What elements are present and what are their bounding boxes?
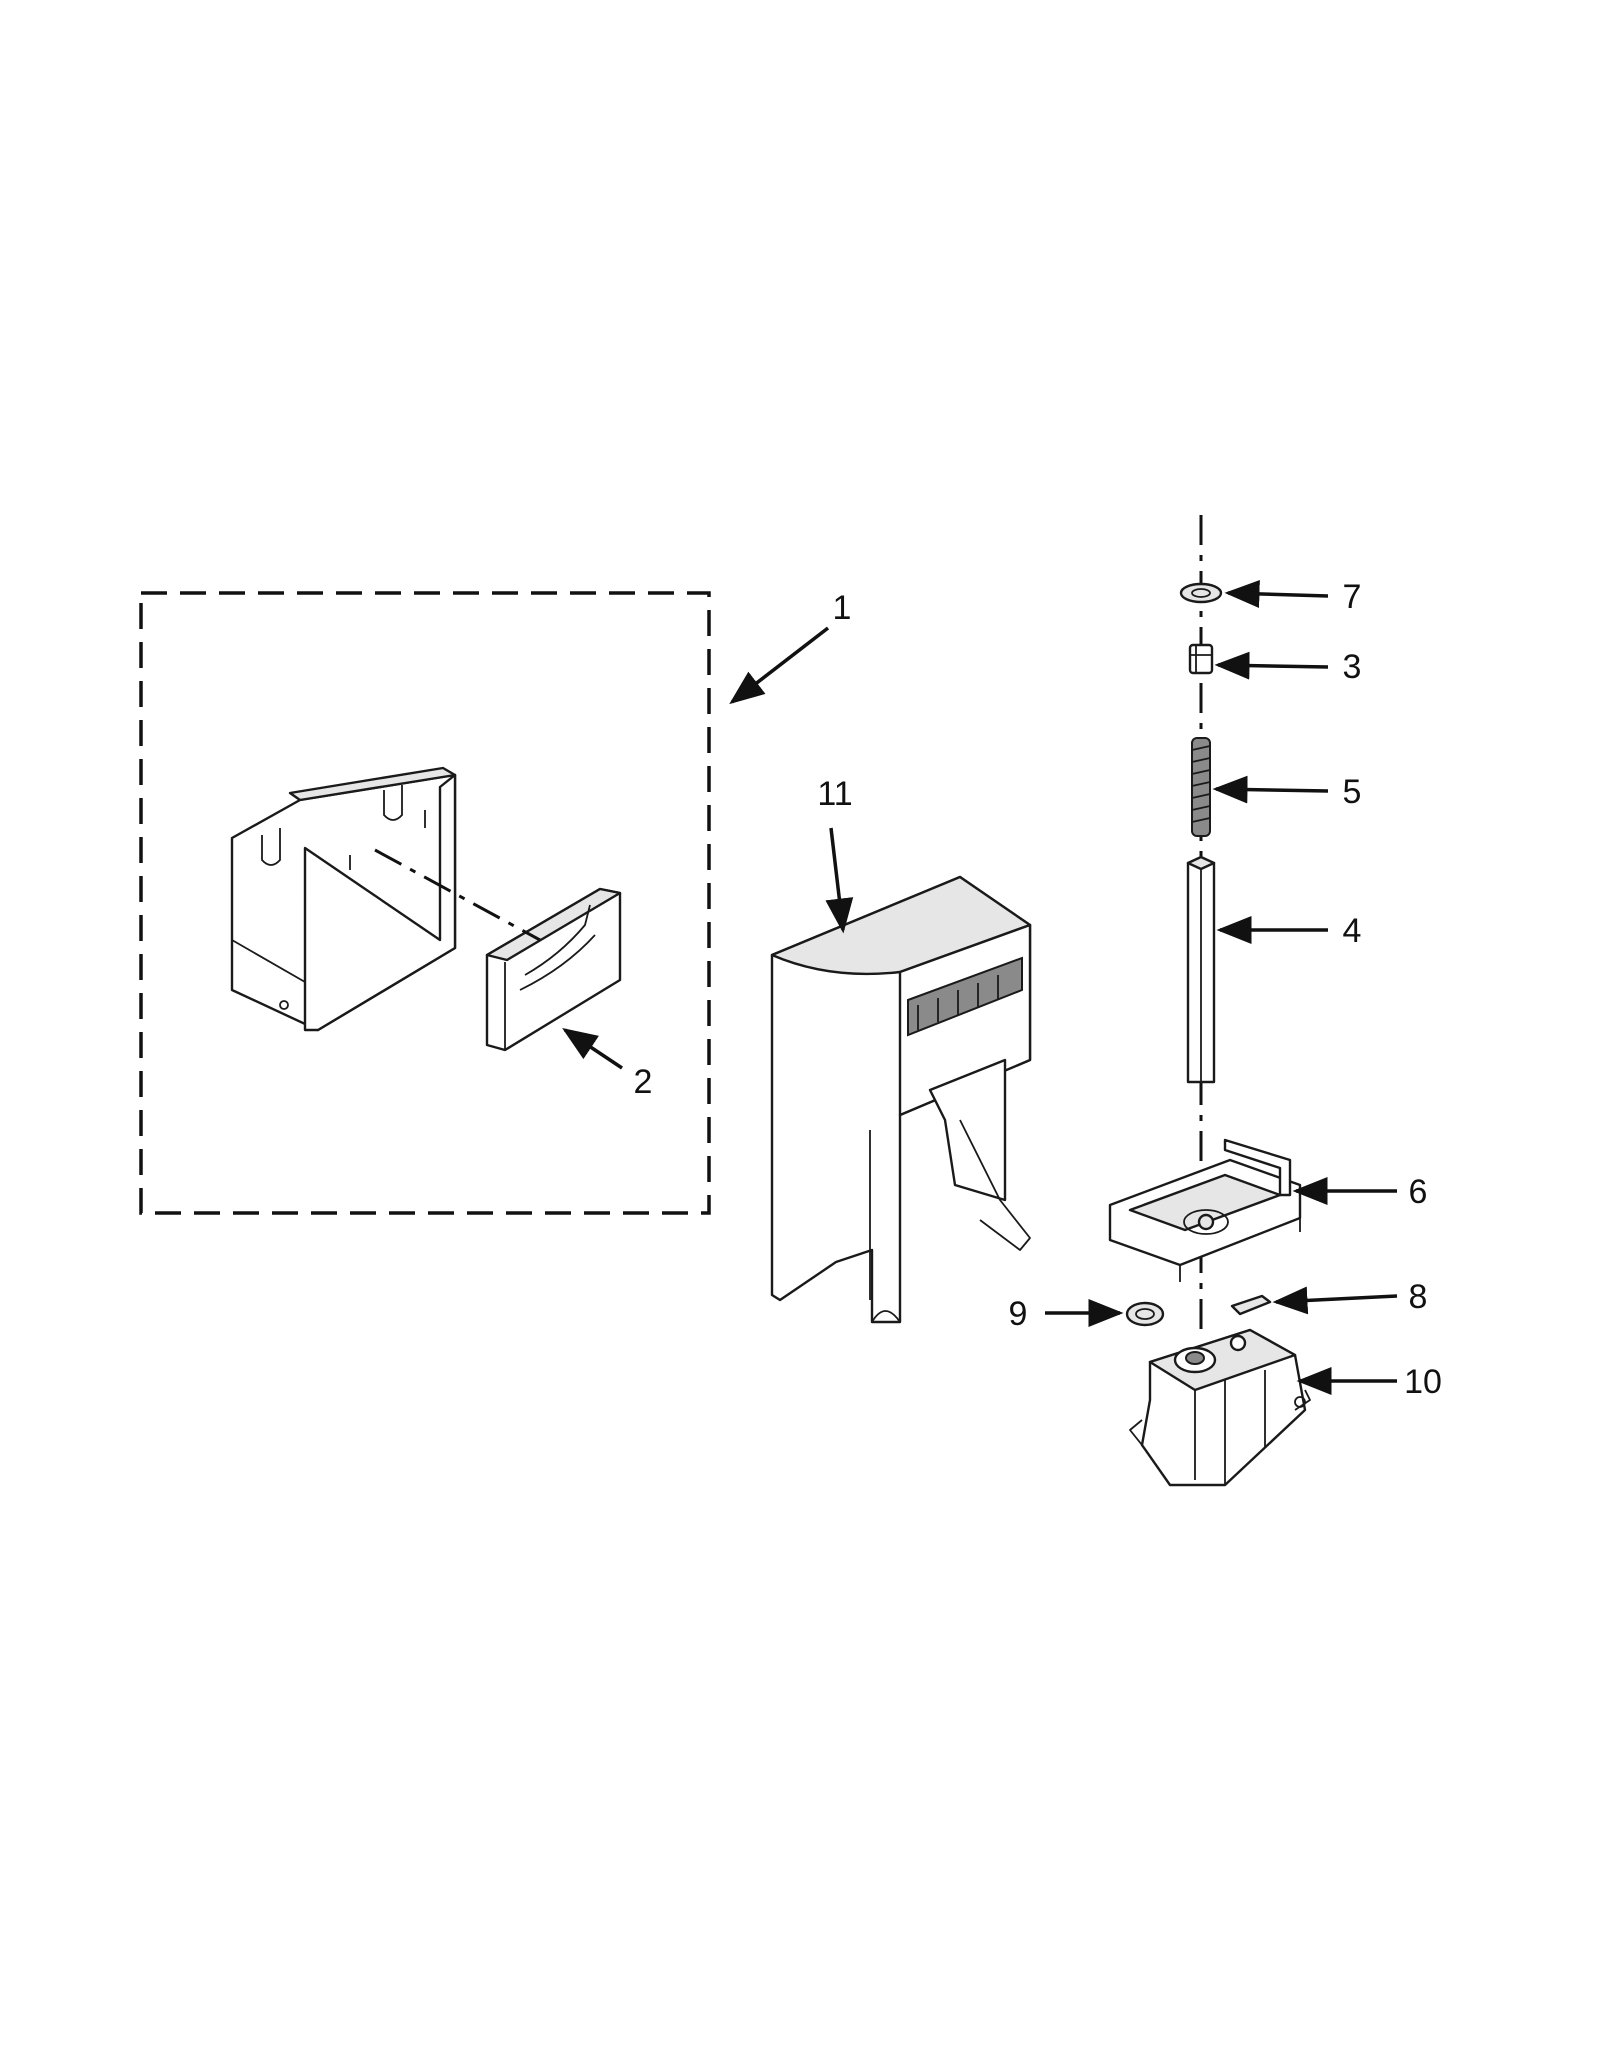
leader-11 bbox=[825, 827, 854, 934]
callout-8: 8 bbox=[1409, 1278, 1428, 1316]
callout-5: 5 bbox=[1343, 773, 1362, 811]
washer-lower-part bbox=[1125, 1301, 1165, 1327]
bracket-clip-part bbox=[485, 887, 622, 1052]
nut-part bbox=[1188, 643, 1214, 675]
callout-10: 10 bbox=[1404, 1363, 1442, 1401]
leader-7 bbox=[1224, 579, 1329, 608]
callout-1: 1 bbox=[833, 589, 852, 627]
leader-3 bbox=[1214, 651, 1329, 680]
leader-1 bbox=[729, 626, 830, 705]
assembly-boundary-box bbox=[139, 591, 711, 1215]
washer-top-part bbox=[1179, 582, 1223, 604]
auger-motor-part bbox=[1129, 1328, 1311, 1487]
callout-3: 3 bbox=[1343, 648, 1362, 686]
dispenser-cover-part bbox=[770, 875, 1032, 1324]
callout-9: 9 bbox=[1009, 1295, 1028, 1333]
callout-11: 11 bbox=[817, 775, 852, 813]
callout-4: 4 bbox=[1343, 912, 1362, 950]
callout-7: 7 bbox=[1343, 578, 1362, 616]
shaft-part bbox=[1186, 855, 1216, 1084]
ice-bucket-bracket-part bbox=[230, 766, 457, 1032]
spring-part bbox=[1191, 737, 1211, 837]
leader-2 bbox=[562, 1028, 623, 1070]
coupler-key-part bbox=[1230, 1294, 1272, 1316]
leader-5 bbox=[1212, 775, 1329, 804]
leader-8 bbox=[1272, 1286, 1398, 1315]
callout-6: 6 bbox=[1409, 1173, 1428, 1211]
bracket-to-clip-centerline bbox=[374, 848, 541, 942]
callout-2: 2 bbox=[634, 1063, 653, 1101]
motor-mount-bracket-part bbox=[1108, 1138, 1302, 1282]
